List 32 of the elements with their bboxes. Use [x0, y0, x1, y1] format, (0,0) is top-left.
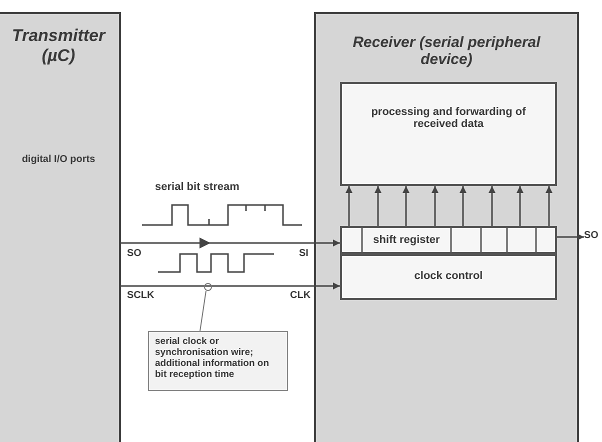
- leader-line: [200, 290, 206, 332]
- arrow: [516, 186, 524, 226]
- transmitter-title: Transmitter (µC): [10, 26, 107, 66]
- note-text: serial clock or synchronisation wire; additional information on bit reception time: [155, 336, 270, 380]
- processing-box: [340, 82, 557, 186]
- arrow: [460, 186, 466, 226]
- shift-register-label: shift register: [372, 234, 441, 246]
- ports-label: digital I/O ports: [20, 154, 96, 165]
- arrow: [121, 238, 340, 248]
- arrow: [488, 186, 496, 226]
- arrow: [432, 186, 438, 226]
- receiver-title: Receiver (serial peripheral device): [352, 34, 542, 68]
- arrow: [546, 186, 552, 226]
- arrow: [374, 186, 382, 226]
- note-box: [148, 331, 288, 391]
- processing-label: processing and forwarding of received data: [370, 106, 527, 130]
- pin-label: CLK: [290, 290, 311, 301]
- pin-label: SCLK: [127, 290, 154, 301]
- arrow: [346, 186, 352, 226]
- clock-control-label: clock control: [413, 270, 484, 282]
- clock-control-box: [340, 254, 557, 300]
- marker-circle: [204, 283, 212, 291]
- shift-register: [340, 226, 557, 254]
- pin-label: SI: [299, 248, 308, 259]
- stream-label: serial bit stream: [155, 181, 240, 193]
- arrow: [121, 282, 340, 290]
- arrow: [402, 186, 410, 226]
- pin-text: SO: [584, 230, 600, 241]
- receiver-panel: [314, 12, 579, 442]
- pin-label: SO: [127, 248, 142, 259]
- transmitter-panel: [0, 12, 121, 442]
- arrow: [557, 234, 584, 240]
